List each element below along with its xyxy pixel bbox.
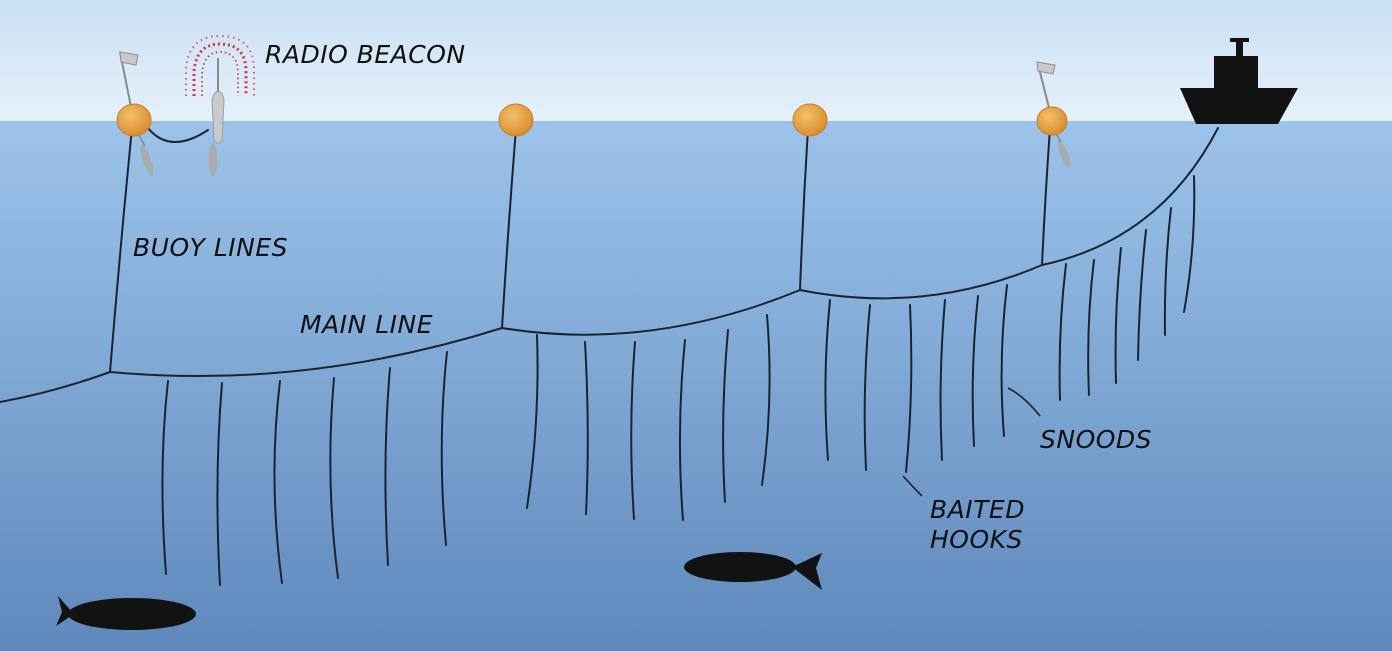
- baited-hooks-label-line1: BAITED: [930, 495, 1025, 524]
- snood: [1137, 229, 1147, 361]
- snood: [384, 367, 391, 566]
- flag-marker-right: [1036, 61, 1071, 168]
- snoods: [161, 175, 1196, 586]
- drogue-icon: [1057, 140, 1071, 168]
- snood: [939, 299, 946, 461]
- sky: [0, 0, 1392, 122]
- snoods-pointer: [1007, 387, 1041, 417]
- buoy-icon: [792, 103, 828, 137]
- fish-icon-left: [56, 596, 196, 630]
- radio-signal-icon: [192, 42, 248, 96]
- main-line: [0, 127, 1219, 403]
- snood: [630, 341, 636, 520]
- snood: [161, 380, 169, 575]
- buoy-line-1: [109, 127, 133, 373]
- buoy-lines-label: BUOY LINES: [133, 233, 288, 262]
- radio-beacon-label: RADIO BEACON: [265, 40, 466, 69]
- snood: [1087, 259, 1095, 396]
- snood: [905, 304, 913, 473]
- buoy-icon: [116, 103, 152, 137]
- flag-icon: [1036, 61, 1056, 75]
- fish-icon-right: [684, 552, 822, 590]
- beacon-body: [211, 91, 225, 144]
- snood: [584, 341, 589, 515]
- main-line-label: MAIN LINE: [300, 310, 433, 339]
- radio-beacon: [185, 34, 255, 177]
- snood: [971, 295, 979, 447]
- snood: [1058, 263, 1067, 401]
- beacon-tether: [147, 127, 209, 143]
- snood: [678, 339, 686, 521]
- snood: [722, 329, 729, 503]
- snood: [1163, 207, 1172, 336]
- buoy-icon: [498, 103, 534, 137]
- snood: [863, 304, 871, 471]
- snood: [216, 382, 223, 586]
- snood: [440, 351, 448, 546]
- snood: [1000, 284, 1008, 437]
- ship-icon: [1180, 38, 1298, 124]
- flag-icon: [119, 51, 139, 66]
- buoy-line-2: [501, 127, 517, 329]
- buoy-icon: [1036, 106, 1068, 136]
- baited-hooks-pointer: [902, 475, 923, 497]
- baited-hooks-label-line2: HOOKS: [930, 525, 1023, 554]
- drogue-icon: [140, 143, 154, 177]
- snood: [1114, 247, 1122, 384]
- buoy-line-4: [1041, 127, 1051, 266]
- snood: [526, 334, 539, 509]
- buoys: [116, 103, 1068, 137]
- snood: [824, 299, 831, 461]
- buoy-line-3: [799, 127, 809, 291]
- snood: [273, 380, 283, 584]
- snood: [329, 377, 339, 579]
- snoods-label: SNOODS: [1040, 425, 1152, 454]
- snood: [1183, 175, 1196, 313]
- snood: [761, 314, 771, 486]
